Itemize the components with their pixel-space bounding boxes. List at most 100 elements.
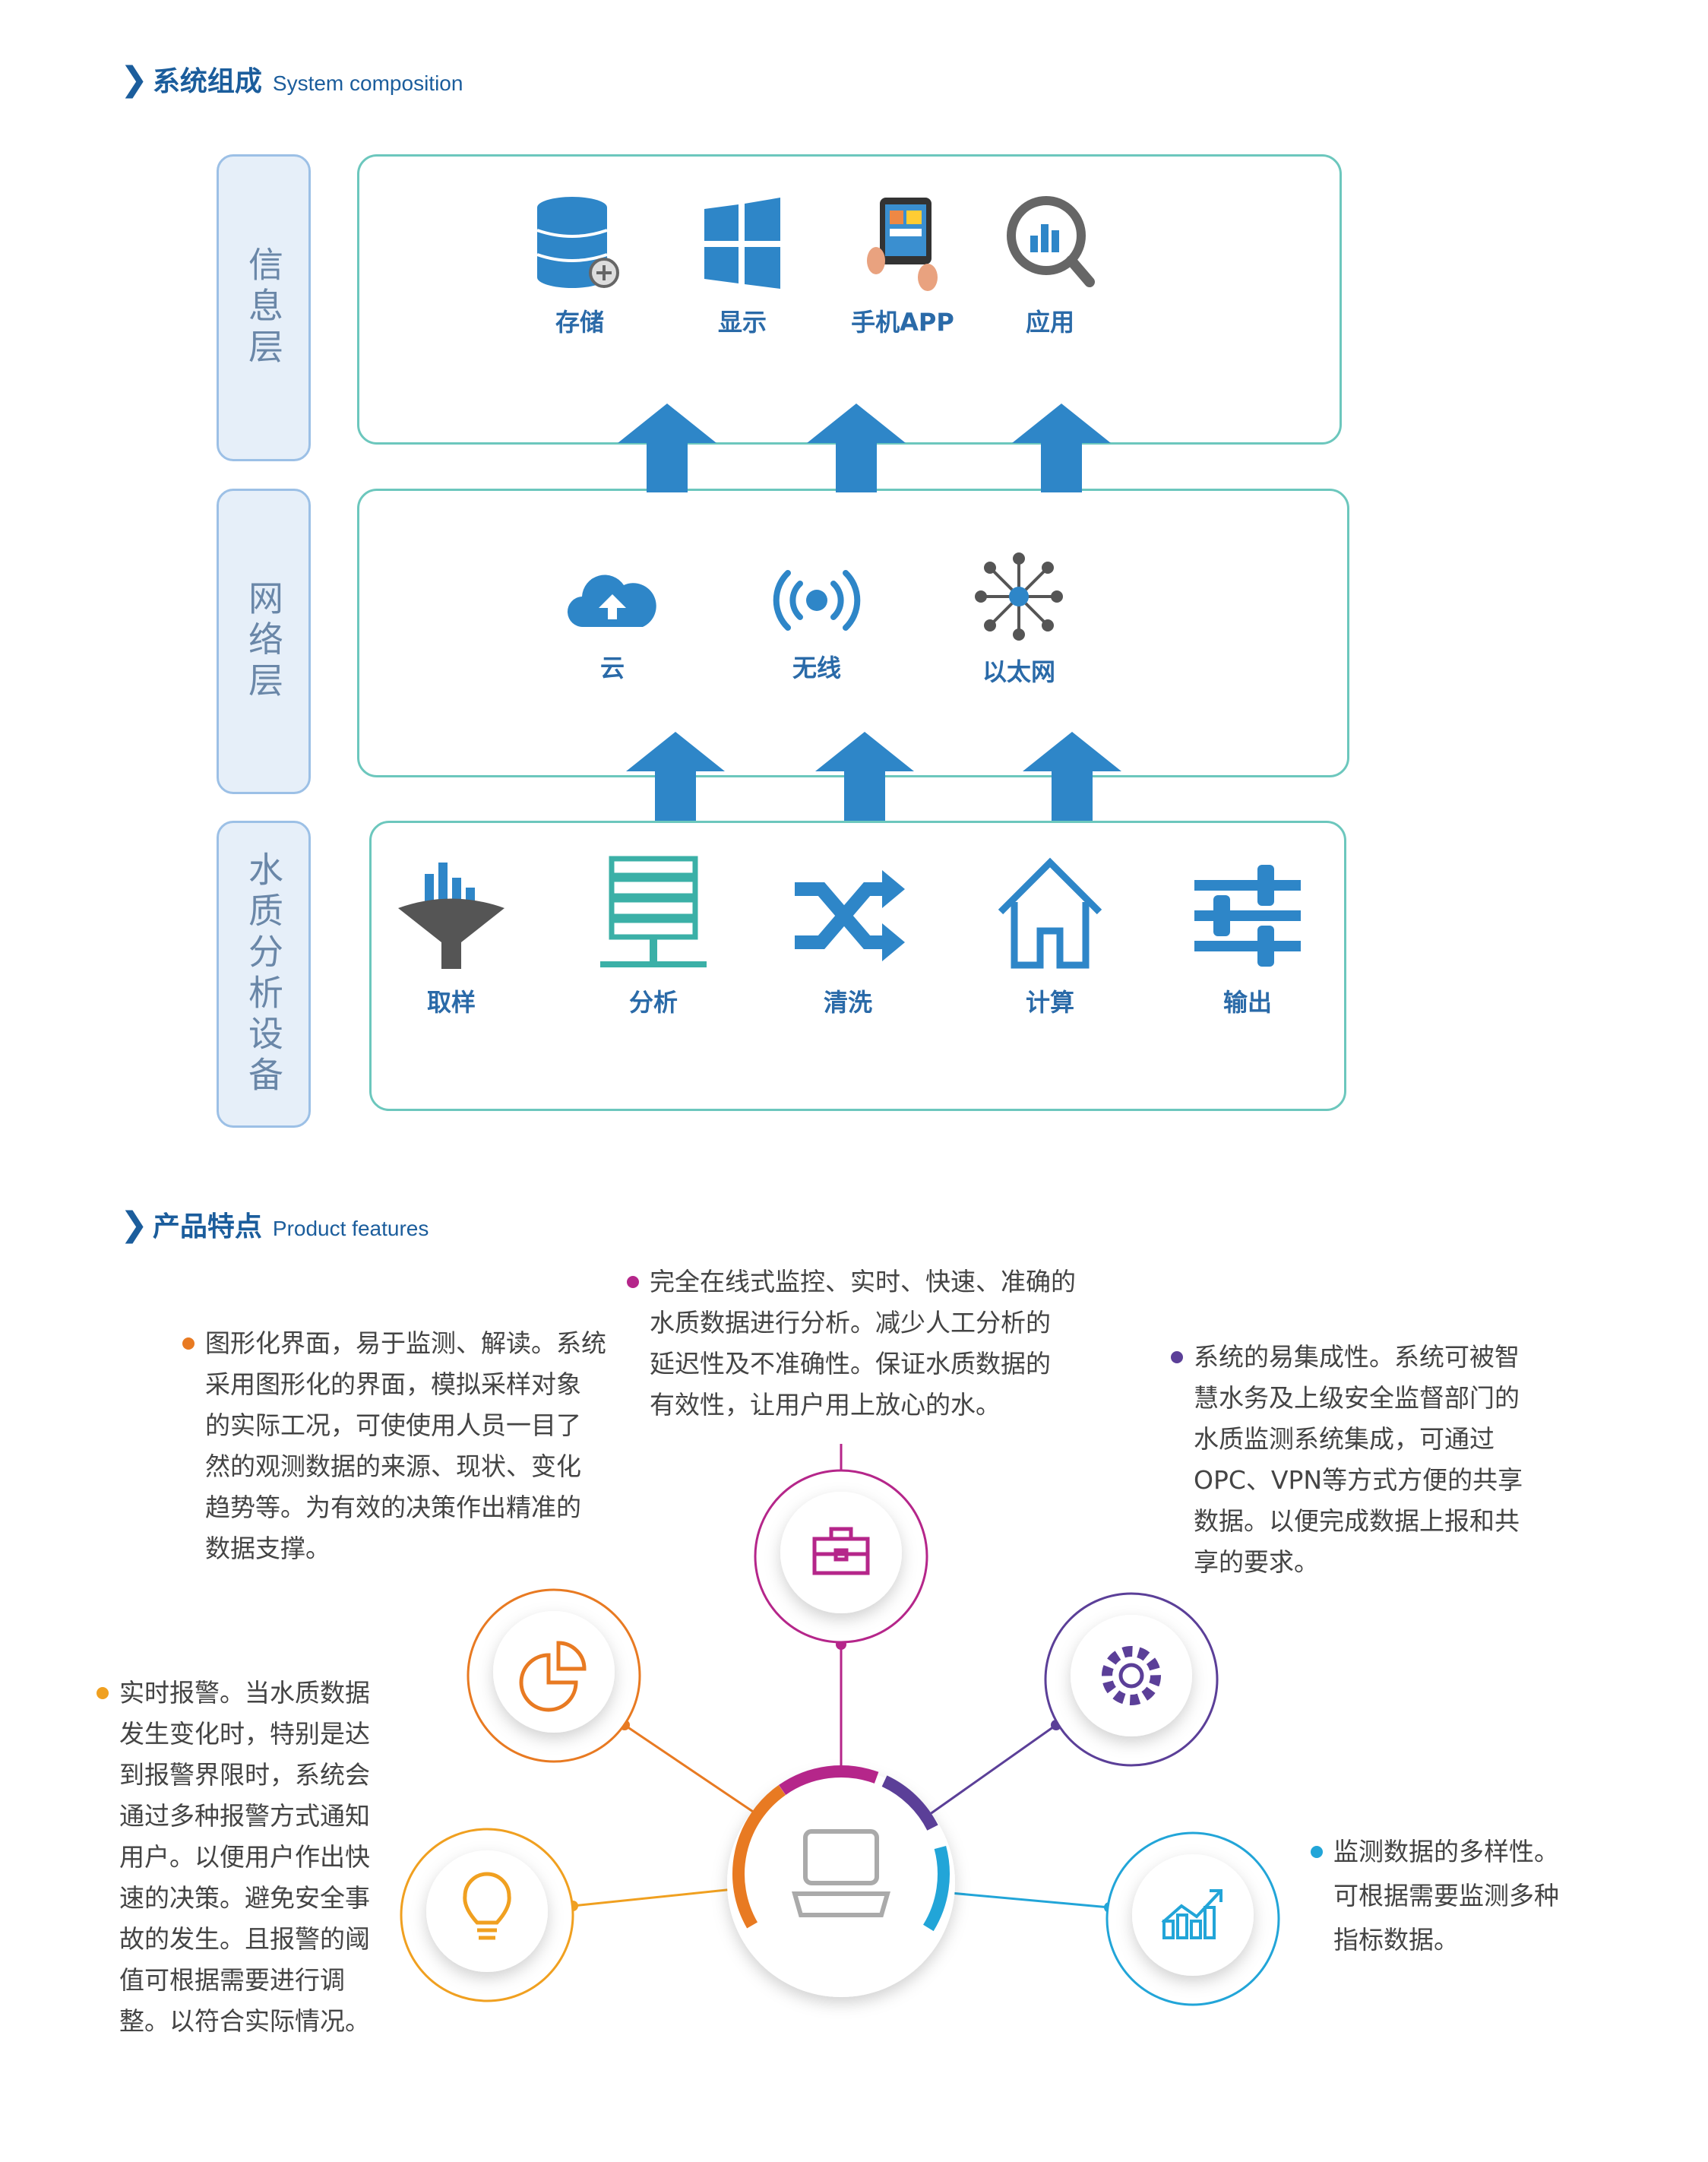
device-item-analysis: 分析 bbox=[577, 855, 729, 1018]
feature-circle-bulb bbox=[400, 1828, 574, 2002]
text-line: 系统的易集成性。系统可被智 bbox=[1194, 1342, 1520, 1372]
database-icon bbox=[536, 197, 619, 288]
title-cn: 产品特点 bbox=[152, 1211, 262, 1242]
text-line: OPC、VPN等方式方便的共享 bbox=[1194, 1465, 1523, 1495]
text-line: 水质监测系统集成，可通过 bbox=[1194, 1424, 1494, 1454]
text-line: 然的观测数据的来源、现状、变化 bbox=[205, 1451, 581, 1481]
arrow-up-icon bbox=[1023, 732, 1121, 821]
layer-label-text: 网络层 bbox=[243, 580, 284, 703]
windows-icon bbox=[704, 198, 780, 289]
device-layer-box bbox=[369, 821, 1346, 1111]
text-line: 完全在线式监控、实时、快速、准确的 bbox=[650, 1267, 1076, 1296]
arrow-up-icon bbox=[807, 404, 906, 492]
hub-circle bbox=[727, 1765, 955, 1997]
connector-line bbox=[926, 1724, 1057, 1818]
info-item-storage: 存储 bbox=[504, 194, 656, 338]
lightbulb-icon bbox=[463, 1872, 511, 1940]
text-line: 整。以符合实际情况。 bbox=[119, 2006, 370, 2036]
device-item-calculation: 计算 bbox=[974, 855, 1126, 1018]
text-line: 享的要求。 bbox=[1194, 1547, 1319, 1577]
bullet-dot bbox=[1311, 1846, 1323, 1858]
briefcase-icon bbox=[812, 1527, 870, 1575]
text-line: 延迟性及不准确性。保证水质数据的 bbox=[650, 1349, 1051, 1379]
text-line: 有效性，让用户用上放心的水。 bbox=[650, 1390, 1001, 1420]
bullet-dot bbox=[96, 1687, 109, 1699]
item-label: 存储 bbox=[555, 308, 604, 337]
connector-line bbox=[941, 1891, 1110, 1909]
feature-text-graphical: 图形化界面，易于监测、解读。系统采用图形化的界面，模拟采样对象的实际工况，可使使… bbox=[182, 1323, 606, 1569]
text-line: 数据。以便完成数据上报和共 bbox=[1194, 1506, 1520, 1536]
info-item-mobile-app: 手机APP bbox=[827, 194, 979, 338]
info-item-display: 显示 bbox=[666, 194, 818, 338]
title-en: System composition bbox=[272, 71, 463, 95]
bullet-dot bbox=[1171, 1351, 1183, 1363]
item-label: 显示 bbox=[717, 308, 767, 337]
text-line: 数据支撑。 bbox=[205, 1534, 331, 1563]
network-icon bbox=[975, 552, 1063, 641]
feature-text-online: 完全在线式监控、实时、快速、准确的水质数据进行分析。减少人工分析的延迟性及不准确… bbox=[627, 1261, 1076, 1426]
connector-line bbox=[572, 1887, 742, 1907]
layer-label-text: 信息层 bbox=[243, 246, 284, 369]
item-label: 无线 bbox=[792, 654, 841, 682]
growth-chart-icon bbox=[1161, 1889, 1222, 1939]
feature-circle-growth bbox=[1105, 1831, 1280, 2006]
text-line: 速的决策。避免安全事 bbox=[119, 1883, 370, 1913]
text-line: 水质数据进行分析。减少人工分析的 bbox=[650, 1308, 1051, 1337]
network-item-cloud: 云 bbox=[536, 562, 688, 684]
text-line: 采用图形化的界面，模拟采样对象 bbox=[205, 1369, 581, 1399]
section-title-system: ❯ 系统组成 System composition bbox=[120, 59, 463, 99]
info-layer-box bbox=[357, 154, 1342, 445]
house-icon bbox=[998, 857, 1102, 969]
text-line: 用户。以便用户作出快 bbox=[119, 1842, 370, 1872]
bullet-dot bbox=[182, 1337, 195, 1350]
feature-circle-toolbox bbox=[754, 1469, 928, 1644]
text-line: 指标数据。 bbox=[1333, 1925, 1459, 1955]
network-layer-box bbox=[357, 489, 1349, 777]
connector-line bbox=[624, 1724, 761, 1818]
text-line: 可根据需要监测多种 bbox=[1333, 1881, 1559, 1910]
item-label: 计算 bbox=[1025, 988, 1074, 1017]
text-line: 监测数据的多样性。 bbox=[1333, 1837, 1559, 1866]
layer-label-info: 信息层 bbox=[217, 154, 311, 461]
item-label: 应用 bbox=[1025, 308, 1074, 337]
text-line: 的实际工况，可使使用人员一目了 bbox=[205, 1410, 581, 1440]
item-label: 手机APP bbox=[851, 308, 954, 337]
text-line: 值可根据需要进行调 bbox=[119, 1965, 345, 1995]
feature-circle-pie bbox=[467, 1588, 641, 1763]
item-label: 清洗 bbox=[823, 988, 872, 1017]
network-item-wireless: 无线 bbox=[741, 562, 893, 684]
text-line: 慧水务及上级安全监督部门的 bbox=[1194, 1383, 1520, 1413]
chevron-right-icon: ❯ bbox=[120, 1205, 148, 1244]
device-item-cleaning: 清洗 bbox=[772, 859, 924, 1018]
funnel-icon bbox=[398, 863, 504, 969]
item-label: 云 bbox=[599, 654, 625, 682]
feature-circle-gear bbox=[1044, 1592, 1219, 1767]
text-line: 趋势等。为有效的决策作出精准的 bbox=[205, 1493, 581, 1522]
feature-hub-diagram bbox=[400, 1444, 1280, 2006]
text-line: 通过多种报警方式通知 bbox=[119, 1801, 370, 1831]
feature-text-integration: 系统的易集成性。系统可被智慧水务及上级安全监督部门的水质监测系统集成，可通过 OP… bbox=[1171, 1337, 1523, 1583]
item-label: 取样 bbox=[426, 988, 476, 1017]
shuffle-icon bbox=[795, 870, 905, 961]
device-item-sampling: 取样 bbox=[375, 859, 527, 1018]
tablet-app-icon bbox=[867, 198, 938, 291]
layer-label-network: 网络层 bbox=[217, 489, 311, 794]
item-label: 输出 bbox=[1222, 988, 1272, 1017]
arrow-up-icon bbox=[618, 404, 716, 492]
item-label: 分析 bbox=[628, 988, 678, 1017]
text-line: 图形化界面，易于监测、解读。系统 bbox=[205, 1328, 606, 1358]
cloud-upload-icon bbox=[567, 575, 656, 628]
pie-chart-icon bbox=[519, 1641, 587, 1712]
gear-icon bbox=[1102, 1646, 1161, 1705]
item-label: 以太网 bbox=[982, 657, 1055, 686]
title-cn: 系统组成 bbox=[152, 66, 262, 97]
section-title-features: ❯ 产品特点 Product features bbox=[120, 1204, 429, 1244]
arrow-up-icon bbox=[626, 732, 725, 821]
arrow-up-icon bbox=[1012, 404, 1111, 492]
info-item-application: 应用 bbox=[974, 194, 1126, 338]
text-line: 到报警界限时，系统会 bbox=[119, 1760, 370, 1790]
chevron-right-icon: ❯ bbox=[120, 60, 148, 99]
chart-search-icon bbox=[1007, 196, 1095, 287]
feature-text-alarm: 实时报警。当水质数据发生变化时，特别是达到报警界限时，系统会通过多种报警方式通知… bbox=[96, 1673, 370, 2042]
